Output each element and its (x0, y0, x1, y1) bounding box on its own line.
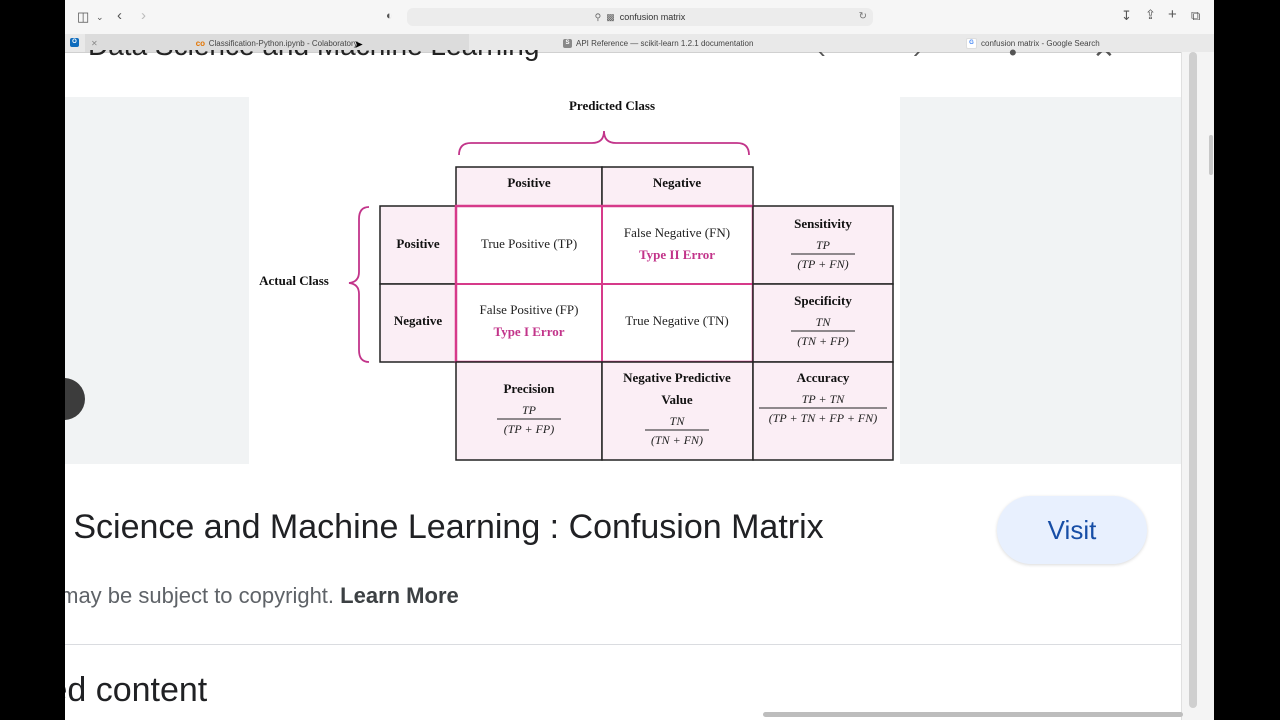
header-cell (379, 205, 457, 285)
metric-cell (601, 361, 754, 461)
metric-cell (752, 361, 894, 461)
metric-cell (752, 283, 894, 363)
tab-overview-icon[interactable]: ⧉ (1191, 8, 1201, 23)
metric-cell (752, 205, 894, 285)
close-icon[interactable]: ✕ (91, 38, 98, 48)
precision-numerator: TP (522, 403, 537, 417)
copyright-text: s may be subject to copyright. (65, 583, 335, 608)
tab-title: confusion matrix - Google Search (981, 38, 1100, 48)
tab-google-search[interactable]: G confusion matrix - Google Search (841, 34, 1214, 52)
predicted-brace (458, 130, 750, 156)
search-icon: ⚲ (594, 11, 602, 22)
confusion-matrix-image[interactable]: Predicted Class Actual Class Positive Ne… (249, 97, 900, 464)
predicted-class-label: Predicted Class (569, 98, 655, 113)
tp-label: True Positive (TP) (481, 236, 577, 251)
tab-title: API Reference — scikit-learn 1.2.1 docum… (576, 38, 754, 48)
specificity-label: Specificity (794, 293, 852, 308)
tab-sklearn[interactable]: S API Reference — scikit-learn 1.2.1 doc… (463, 34, 841, 52)
precision-label: Precision (503, 381, 555, 396)
related-content-heading: ted content (65, 671, 208, 709)
address-bar[interactable]: ⚲ ▩ confusion matrix ↻ (407, 8, 873, 26)
sensitivity-label: Sensitivity (794, 216, 852, 231)
accuracy-denominator: (TP + TN + FP + FN) (769, 411, 878, 425)
chevron-right-icon[interactable]: › (913, 52, 922, 62)
divider (65, 644, 1181, 645)
new-tab-icon[interactable]: + (1168, 6, 1177, 23)
browser-window: ◫ ⌄ ‹ › ◐ ⚲ ▩ confusion matrix ↻ ↧ ⇪ + ⧉… (65, 0, 1214, 720)
tn-label: True Negative (TN) (625, 313, 729, 328)
copyright-notice: s may be subject to copyright. Learn Mor… (65, 583, 459, 609)
matrix-cell (601, 283, 754, 363)
address-text: confusion matrix (619, 12, 686, 22)
reload-icon[interactable]: ↻ (858, 11, 867, 22)
back-icon[interactable]: ‹ (117, 7, 122, 24)
accuracy-numerator: TP + TN (802, 392, 846, 406)
tab-bar: O ✕ co Classification-Python.ipynb - Col… (65, 34, 1214, 53)
google-icon: G (966, 37, 977, 49)
type2-error-label: Type II Error (639, 247, 715, 262)
row-positive-label: Positive (396, 236, 440, 251)
tab-colab[interactable]: ✕ co Classification-Python.ipynb - Colab… (85, 34, 469, 52)
horizontal-scrollbar-thumb[interactable] (763, 712, 1183, 717)
side-control-button[interactable] (65, 378, 85, 420)
lock-icon: ▩ (606, 11, 615, 22)
browser-toolbar: ◫ ⌄ ‹ › ◐ ⚲ ▩ confusion matrix ↻ ↧ ⇪ + ⧉ (65, 0, 1214, 34)
header-cell (379, 283, 457, 363)
outlook-icon[interactable]: O (70, 38, 79, 47)
col-positive-label: Positive (507, 175, 551, 190)
mouse-cursor-icon: ➤ (354, 39, 364, 51)
chevron-left-icon[interactable]: ‹ (817, 52, 826, 62)
actual-class-label: Actual Class (259, 273, 329, 288)
matrix-cell (601, 205, 754, 285)
type1-error-label: Type I Error (493, 324, 564, 339)
sklearn-icon: S (563, 38, 572, 48)
image-title[interactable]: a Science and Machine Learning : Confusi… (65, 508, 824, 546)
precision-denominator: (TP + FP) (504, 422, 555, 436)
vertical-scrollbar-track-thumb[interactable] (1189, 52, 1197, 708)
visit-button[interactable]: Visit (997, 496, 1147, 564)
colab-icon: co (195, 38, 206, 48)
forward-icon[interactable]: › (141, 7, 146, 24)
specificity-denominator: (TN + FP) (797, 334, 848, 348)
accuracy-label: Accuracy (797, 370, 850, 385)
sidebar-toggle-icon[interactable]: ◫ (77, 9, 90, 24)
specificity-numerator: TN (816, 315, 832, 329)
screen-border (1214, 0, 1280, 720)
npv-numerator: TN (670, 414, 686, 428)
download-icon[interactable]: ↧ (1121, 8, 1132, 23)
fn-label: False Negative (FN) (624, 225, 730, 240)
fp-label: False Positive (FP) (480, 302, 579, 317)
sensitivity-numerator: TP (816, 238, 831, 252)
metric-cell (455, 361, 603, 461)
more-options-icon[interactable]: • (1009, 40, 1017, 65)
npv-denominator: (TN + FN) (651, 433, 703, 447)
close-icon[interactable]: ✕ (1093, 52, 1115, 62)
confusion-matrix-diagram: Predicted Class Actual Class Positive Ne… (259, 98, 894, 461)
row-negative-label: Negative (394, 313, 443, 328)
actual-brace (348, 206, 370, 363)
sensitivity-denominator: (TP + FN) (797, 257, 848, 271)
npv-label-line1: Negative Predictive (623, 370, 731, 385)
shield-icon[interactable]: ◐ (386, 10, 393, 22)
share-icon[interactable]: ⇪ (1145, 7, 1156, 22)
matrix-cell (455, 205, 603, 285)
vertical-scrollbar-thumb[interactable] (1209, 135, 1213, 175)
chevron-down-icon[interactable]: ⌄ (96, 12, 104, 22)
npv-label-line2: Value (661, 392, 693, 407)
tab-title: Classification-Python.ipynb - Colaborato… (208, 38, 358, 48)
vertical-scrollbar[interactable] (1181, 52, 1214, 720)
learn-more-link[interactable]: Learn More (340, 583, 459, 608)
previous-title: Data Science and Machine Learning (88, 50, 539, 62)
matrix-cell (455, 283, 603, 363)
col-negative-label: Negative (653, 175, 702, 190)
